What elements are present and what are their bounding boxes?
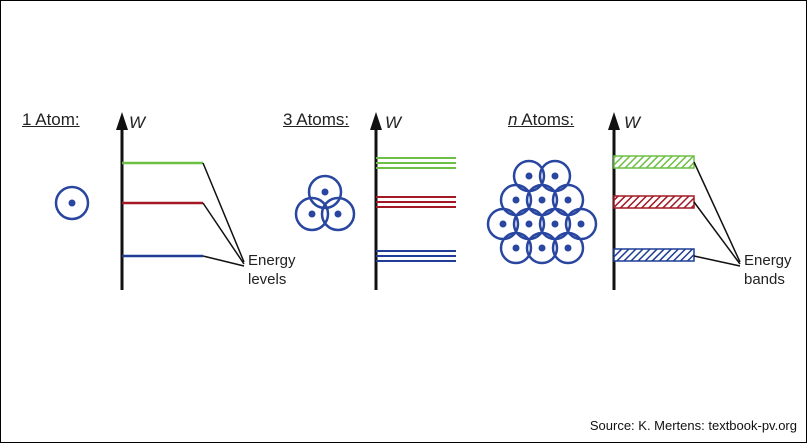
panel-title-n-atoms: n Atoms: bbox=[508, 110, 574, 130]
axis-2 bbox=[370, 112, 382, 290]
n-atoms-rest: Atoms: bbox=[517, 110, 575, 129]
axis-label-w-2: W bbox=[385, 113, 402, 132]
panel-title-1-atom: 1 Atom: bbox=[22, 110, 80, 129]
energy-levels-line1: Energy bbox=[248, 252, 296, 269]
atom-single bbox=[54, 185, 90, 221]
panel-title-3-atoms: 3 Atoms: bbox=[283, 110, 350, 129]
bands-leader-lines bbox=[693, 161, 741, 267]
axis-label-w-3: W bbox=[624, 113, 641, 132]
energy-bands bbox=[613, 155, 695, 262]
energy-bands-label: Energy bands bbox=[744, 251, 792, 289]
levels-leader-lines bbox=[202, 162, 245, 267]
band-blue bbox=[613, 248, 695, 262]
source-credit: Source: K. Mertens: textbook-pv.org bbox=[589, 418, 797, 433]
energy-levels-label: Energy levels bbox=[248, 251, 296, 289]
axis-label-w-1: W bbox=[129, 113, 146, 132]
energy-bands-line2: bands bbox=[744, 271, 785, 288]
band-red bbox=[613, 195, 695, 209]
axis-3 bbox=[608, 112, 620, 290]
atoms-three bbox=[294, 174, 356, 232]
triple-levels-blue bbox=[376, 250, 456, 262]
energy-bands-line1: Energy bbox=[744, 252, 792, 269]
atoms-lattice bbox=[486, 159, 598, 265]
energy-levels-line2: levels bbox=[248, 271, 287, 288]
n-variable: n bbox=[508, 110, 518, 129]
single-levels bbox=[122, 161, 203, 258]
triple-levels-red bbox=[376, 196, 456, 208]
triple-levels-green bbox=[376, 157, 456, 169]
band-green bbox=[613, 155, 695, 169]
atoms-three-nuclei bbox=[308, 188, 342, 218]
axis-1 bbox=[116, 112, 128, 290]
